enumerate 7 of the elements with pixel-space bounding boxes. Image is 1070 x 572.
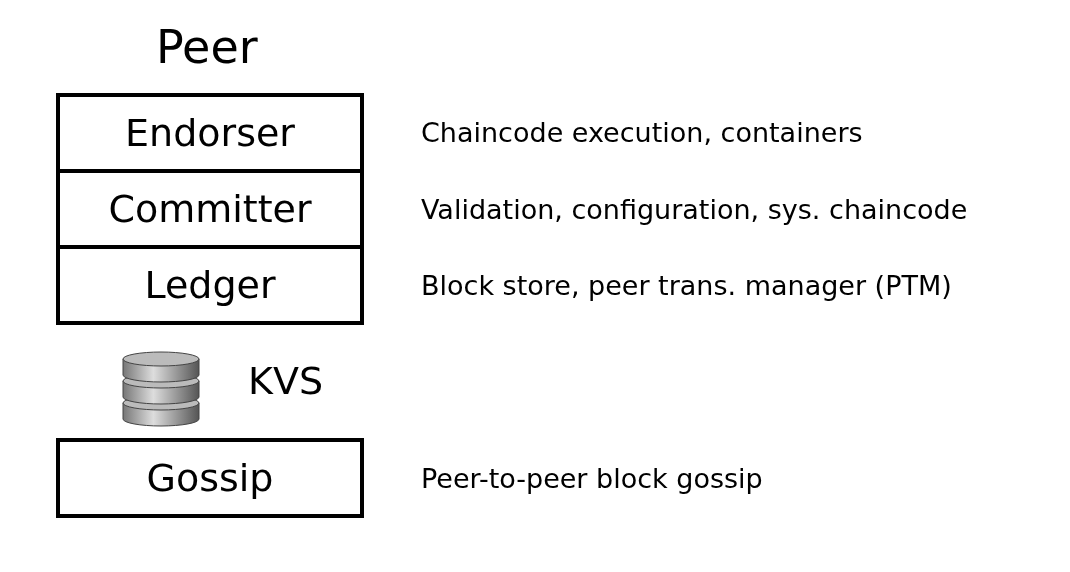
label: KVS <box>248 359 324 403</box>
layer-box: Gossip <box>56 438 364 518</box>
description-text: Validation, configuration, sys. chaincode <box>421 194 968 225</box>
title: Peer <box>156 20 258 74</box>
description-text: Block store, peer trans. manager (PTM) <box>421 270 952 301</box>
description-text: Peer-to-peer block gossip <box>421 463 763 494</box>
description-text: Chaincode execution, containers <box>421 117 863 148</box>
